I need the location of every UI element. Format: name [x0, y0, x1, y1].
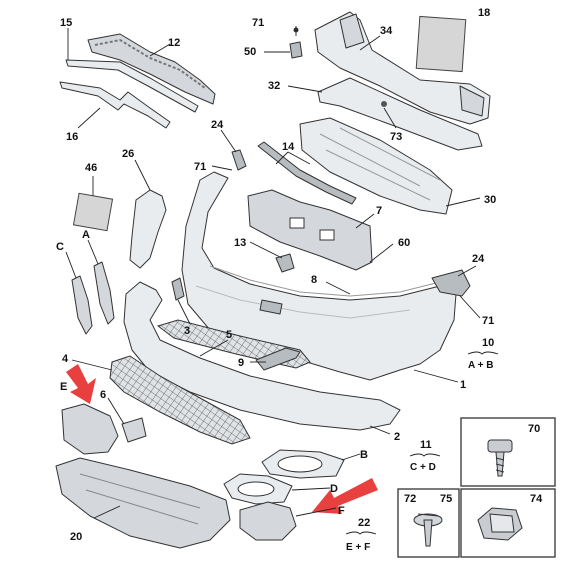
red-pointer-arrow-left: [66, 364, 96, 404]
lower-chrome-trim-part: [59, 81, 171, 129]
upper-chrome-trim-part: [65, 59, 199, 113]
label-plate-18: [415, 15, 467, 73]
undertray-part: [55, 457, 231, 549]
brace-10: [467, 351, 499, 355]
callout-30: 30: [484, 194, 496, 206]
side-bracket-26-part: [129, 189, 167, 269]
callout-10-sub: A + B: [468, 360, 493, 371]
screw-icon: [413, 513, 443, 547]
red-pointer-arrow-right: [312, 478, 378, 514]
lower-mesh-grille-part: [109, 355, 251, 445]
fog-bezel-b-part: [261, 449, 345, 479]
bracket-24b-part: [431, 269, 471, 297]
callout-labels: 15 12 16 71 50 32 34 18 73 24 14 26 71 4…: [56, 7, 543, 553]
side-bracket-a-part: [93, 261, 115, 325]
fastener-box-72-75: [397, 488, 460, 558]
callout-f: F: [338, 505, 345, 517]
callout-12: 12: [168, 37, 180, 49]
fog-bezel-d-part: [223, 473, 293, 505]
label-plate-46: [72, 192, 114, 232]
callout-26: 26: [122, 148, 134, 160]
center-support-part: [247, 189, 373, 271]
callout-20: 20: [70, 531, 82, 543]
callout-74: 74: [530, 493, 543, 505]
fastener-box-70: [460, 417, 556, 487]
callout-70: 70: [528, 423, 540, 435]
callout-16: 16: [66, 131, 78, 143]
callout-60: 60: [398, 237, 410, 249]
callout-10: 10: [482, 337, 494, 349]
bracket-24a-part: [231, 149, 247, 171]
callout-11: 11: [420, 439, 432, 451]
energy-absorber-part: [299, 117, 453, 215]
upper-grille-part: [87, 33, 216, 105]
clip-icon: [477, 507, 523, 541]
callout-6: 6: [100, 389, 106, 401]
side-bracket-c-part: [71, 275, 93, 335]
bracket-e-part: [61, 403, 119, 455]
bracket-13-part: [275, 253, 295, 273]
callout-50: 50: [244, 46, 256, 58]
lower-crossmember-part: [317, 77, 483, 151]
side-strip-3-part: [171, 277, 185, 301]
callout-4: 4: [62, 353, 69, 365]
fastener-box-74: [460, 488, 556, 558]
callout-71-mid: 71: [194, 161, 206, 173]
callout-72: 72: [404, 493, 416, 505]
callout-2: 2: [394, 431, 400, 443]
callout-24-top: 24: [211, 119, 224, 131]
callout-1: 1: [460, 379, 466, 391]
bracket-f-part: [239, 501, 297, 541]
callout-3: 3: [184, 325, 190, 337]
callout-9: 9: [238, 357, 244, 369]
callout-11-sub: C + D: [410, 462, 436, 473]
callout-a: A: [82, 229, 90, 241]
callout-71-right: 71: [482, 315, 494, 327]
callout-7: 7: [376, 205, 382, 217]
callout-46: 46: [85, 162, 97, 174]
callout-34: 34: [380, 25, 393, 37]
callout-8: 8: [311, 274, 317, 286]
callout-18: 18: [478, 7, 490, 19]
brace-22: [345, 531, 377, 535]
callout-22-sub: E + F: [346, 542, 370, 553]
callout-13: 13: [234, 237, 246, 249]
callout-71-top: 71: [252, 17, 264, 29]
screw-icon: [487, 439, 513, 477]
callout-22: 22: [358, 517, 370, 529]
callout-14: 14: [282, 141, 295, 153]
callout-c: C: [56, 241, 64, 253]
impact-beam-part: [314, 11, 491, 125]
callout-5: 5: [226, 329, 232, 341]
leader-lines: [65, 26, 481, 519]
brace-11: [409, 453, 441, 457]
callout-75: 75: [440, 493, 452, 505]
callout-32: 32: [268, 80, 280, 92]
clip-73-part: [381, 101, 387, 107]
callout-73: 73: [390, 131, 402, 143]
callout-d: D: [330, 483, 338, 495]
callout-e: E: [60, 381, 67, 393]
grille-strip-9-part: [255, 347, 301, 371]
callout-15: 15: [60, 17, 72, 29]
callout-b: B: [360, 449, 368, 461]
bracket-6-part: [121, 417, 147, 443]
callout-24-right: 24: [472, 253, 485, 265]
